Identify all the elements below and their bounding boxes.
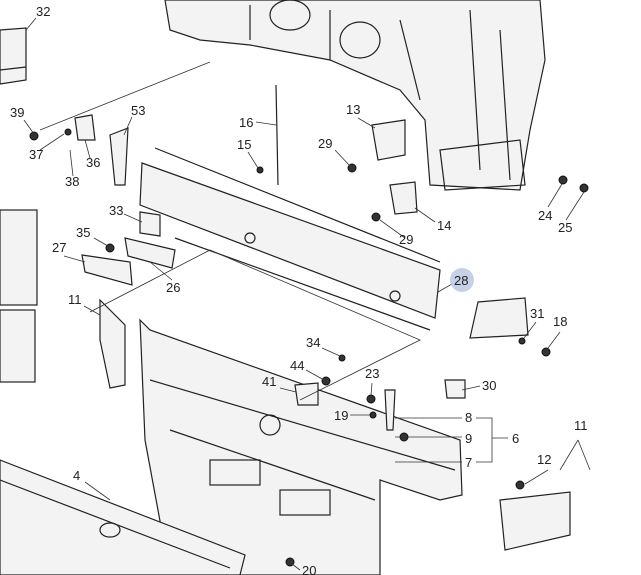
part-27 [81,254,133,286]
callout-24[interactable]: 24 [538,208,552,223]
callout-8[interactable]: 8 [465,410,472,425]
callout-29b[interactable]: 29 [399,232,413,247]
callout-31[interactable]: 31 [530,306,544,321]
callout-37[interactable]: 37 [29,147,43,162]
callout-11b[interactable]: 11 [574,418,588,433]
callout-7[interactable]: 7 [465,455,472,470]
part-33 [139,211,161,237]
callout-53[interactable]: 53 [131,103,145,118]
callout-16[interactable]: 16 [239,115,253,130]
callout-9[interactable]: 9 [465,431,472,446]
part-11-right [499,491,571,551]
callout-12[interactable]: 12 [537,452,551,467]
part-53 [109,127,129,186]
callout-14[interactable]: 14 [437,218,451,233]
grille [0,459,246,575]
callout-41[interactable]: 41 [262,374,276,389]
callout-18[interactable]: 18 [553,314,567,329]
callout-44[interactable]: 44 [290,358,304,373]
callout-39[interactable]: 39 [10,105,24,120]
part-31-lamp [469,297,529,339]
part-41 [294,382,319,406]
part-26 [124,237,176,269]
callout-6[interactable]: 6 [512,431,519,446]
callout-13[interactable]: 13 [346,102,360,117]
leader-lines [23,17,591,571]
callout-30[interactable]: 30 [482,378,496,393]
callout-27[interactable]: 27 [52,240,66,255]
callout-25[interactable]: 25 [558,220,572,235]
part-8 [384,389,396,431]
callout-15[interactable]: 15 [237,137,251,152]
inset-panel-top [0,209,38,306]
part-13-latch [371,119,406,161]
callout-11[interactable]: 11 [68,292,82,307]
inset-panel-bottom [0,309,36,383]
callout-23[interactable]: 23 [365,366,379,381]
callout-20[interactable]: 20 [302,563,316,575]
callout-labels: 32 39 37 36 38 53 16 15 13 29 29 14 24 2… [10,4,588,575]
callout-29[interactable]: 29 [318,136,332,151]
upper-tie-bar [139,147,441,331]
callout-26[interactable]: 26 [166,280,180,295]
callout-35[interactable]: 35 [76,225,90,240]
callout-28[interactable]: 28 [454,273,468,288]
part-30 [444,379,466,399]
part-32 [0,27,27,85]
callout-38[interactable]: 38 [65,174,79,189]
callout-33[interactable]: 33 [109,203,123,218]
callout-36[interactable]: 36 [86,155,100,170]
callout-34[interactable]: 34 [306,335,320,350]
radiator-support-frame [164,0,546,191]
part-11-left [99,298,126,389]
callout-highlight-28[interactable] [450,268,474,292]
callout-19[interactable]: 19 [334,408,348,423]
part-14 [389,181,418,215]
callout-4[interactable]: 4 [73,468,80,483]
part-36 [74,114,96,141]
callout-32[interactable]: 32 [36,4,50,19]
hood-prop-rod [275,84,279,186]
